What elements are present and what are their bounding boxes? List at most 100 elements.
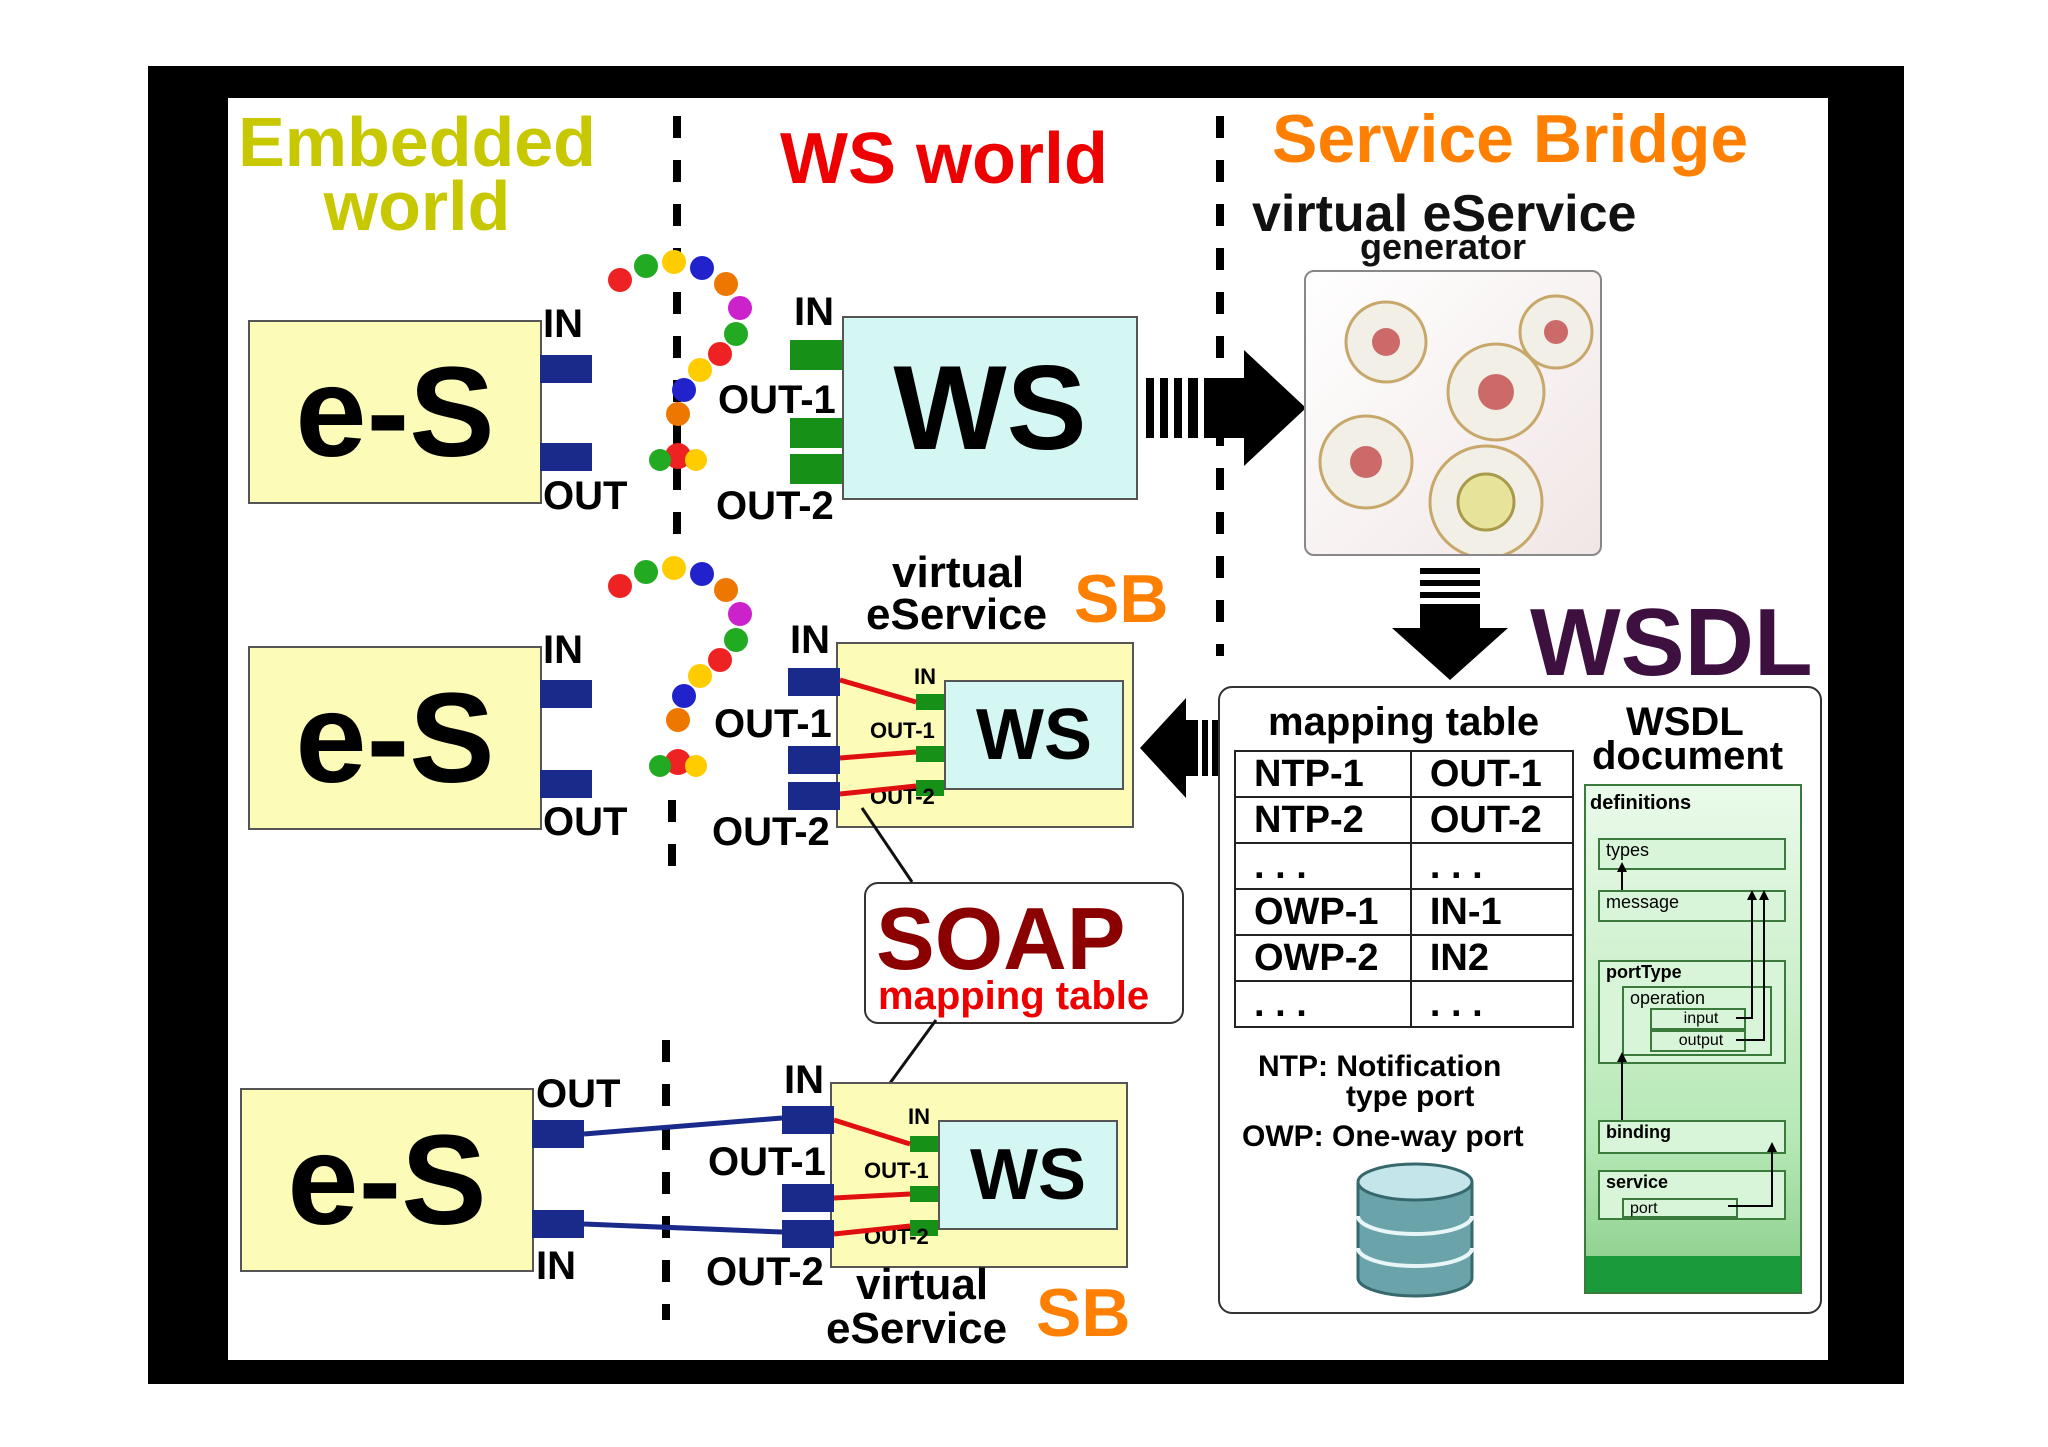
table-row: . . .. . .: [1234, 980, 1575, 1028]
in-label-row2: IN: [543, 628, 583, 672]
in-port-row2: [540, 680, 592, 708]
embedded-heading-line1: Embedded: [238, 103, 596, 181]
wsdl-heading: WSDL: [1530, 589, 1813, 696]
database-icon: [1356, 1162, 1474, 1298]
wsdl-port-box: port: [1622, 1198, 1738, 1218]
sb-out1-label-row2: OUT-1: [714, 702, 832, 746]
sb-out2-port-row2: [788, 782, 840, 810]
virtual-label-row3-line2: eService: [826, 1304, 1008, 1353]
table-cell: . . .: [1409, 842, 1575, 890]
sb-in-label-row2: IN: [790, 618, 830, 662]
legend-ntp-line2: type port: [1346, 1080, 1475, 1113]
inner-in-port-row3: [910, 1136, 938, 1152]
wsdl-definitions-label: definitions: [1590, 792, 1692, 814]
sb-in-port-row3: [782, 1106, 834, 1134]
wsdl-output-label: output: [1678, 1032, 1724, 1049]
sb-out2-port-row3: [782, 1220, 834, 1248]
out-port-row1: [540, 443, 592, 471]
ws-label: WS: [970, 1135, 1086, 1215]
soap-box: SOAP mapping table: [864, 882, 1184, 1024]
virtual-label-row2-line1: virtual: [892, 548, 1025, 597]
legend-owp: OWP: One-way port: [1242, 1120, 1524, 1153]
inner-out1-port-row3: [910, 1186, 938, 1202]
table-cell: IN2: [1409, 934, 1575, 982]
question-mark-crowd-icon: [608, 250, 752, 471]
table-cell: OUT-1: [1409, 750, 1575, 798]
ws-label: WS: [893, 341, 1087, 475]
out-label-row2: OUT: [543, 800, 628, 844]
virtual-label-row2-line2: eService: [866, 590, 1048, 639]
ws-out1-label-row1: OUT-1: [718, 378, 836, 422]
wsdl-types-box: types: [1598, 838, 1786, 870]
table-cell: IN-1: [1409, 888, 1575, 936]
table-cell: . . .: [1234, 842, 1412, 890]
soap-title: SOAP: [876, 889, 1126, 988]
question-mark-crowd-icon: [608, 556, 752, 777]
divider-left-mid: [668, 800, 676, 870]
table-cell: OWP-2: [1234, 934, 1412, 982]
wsdl-operation-label: operation: [1630, 988, 1706, 1008]
red-mapping-lines-row3: [833, 1117, 911, 1237]
out-label-row3: OUT: [536, 1072, 621, 1116]
divider-left-top: [673, 116, 681, 536]
generator-heading-line2: generator: [1360, 226, 1527, 267]
table-cell: NTP-2: [1234, 796, 1412, 844]
arrow-down-icon: [1392, 568, 1508, 680]
in-port-row3: [532, 1210, 584, 1238]
gears-icon: [1304, 270, 1602, 556]
table-row: . . .. . .: [1234, 842, 1575, 890]
table-cell: OWP-1: [1234, 888, 1412, 936]
table-cell: . . .: [1234, 980, 1412, 1028]
out-port-row2: [540, 770, 592, 798]
sb-out2-label-row3: OUT-2: [706, 1250, 824, 1294]
out-label-row1: OUT: [543, 474, 628, 518]
wsdl-service-label: service: [1606, 1172, 1669, 1192]
red-mapping-lines-row2: [839, 677, 917, 797]
in-label-row3: IN: [536, 1244, 576, 1288]
wsdl-document-diagram: definitions types message portType opera…: [1584, 784, 1802, 1294]
es-box-row1: e-S: [248, 320, 542, 504]
sb-out1-port-row3: [782, 1184, 834, 1212]
sb-out2-label-row2: OUT-2: [712, 810, 830, 854]
es-label: e-S: [295, 340, 495, 484]
sb-label-row3: SB: [1036, 1275, 1131, 1351]
soap-subtitle: mapping table: [878, 974, 1150, 1018]
wsdl-input-box: input: [1650, 1008, 1746, 1030]
wsdl-doc-title-line2: document: [1592, 734, 1784, 778]
wsdl-types-label: types: [1606, 840, 1650, 860]
inner-in-port-row2: [916, 694, 944, 710]
in-label-row1: IN: [543, 302, 583, 346]
table-cell: . . .: [1409, 980, 1575, 1028]
inner-in-label-row2: IN: [914, 664, 936, 689]
out-port-row3: [532, 1120, 584, 1148]
ws-box-row2: WS: [944, 680, 1124, 790]
sb-in-label-row3: IN: [784, 1058, 824, 1102]
sb-in-port-row2: [788, 668, 840, 696]
inner-out2-port-row3: [910, 1220, 938, 1236]
in-port-row1: [540, 355, 592, 383]
ws-box-row1: WS: [842, 316, 1138, 500]
service-bridge-heading: Service Bridge: [1272, 101, 1749, 177]
ws-out2-port-row1: [790, 454, 842, 484]
es-label: e-S: [287, 1108, 487, 1252]
sb-out1-port-row2: [788, 746, 840, 774]
ws-label: WS: [976, 695, 1092, 775]
ws-out2-label-row1: OUT-2: [716, 484, 834, 528]
table-cell: NTP-1: [1234, 750, 1412, 798]
wsdl-doc-title-line1: WSDL: [1626, 700, 1744, 744]
wsdl-message-box: message: [1598, 890, 1786, 922]
wsdl-porttype-label: portType: [1606, 962, 1682, 982]
arrow-right-icon: [1146, 350, 1306, 466]
legend-ntp-line1: NTP: Notification: [1258, 1050, 1502, 1083]
es-box-row3: e-S: [240, 1088, 534, 1272]
divider-left-bottom: [662, 1040, 670, 1320]
ws-world-heading: WS world: [780, 119, 1108, 199]
inner-out2-port-row2: [916, 780, 944, 796]
es-box-row2: e-S: [248, 646, 542, 830]
wsdl-input-label: input: [1683, 1010, 1719, 1027]
es-label: e-S: [295, 666, 495, 810]
